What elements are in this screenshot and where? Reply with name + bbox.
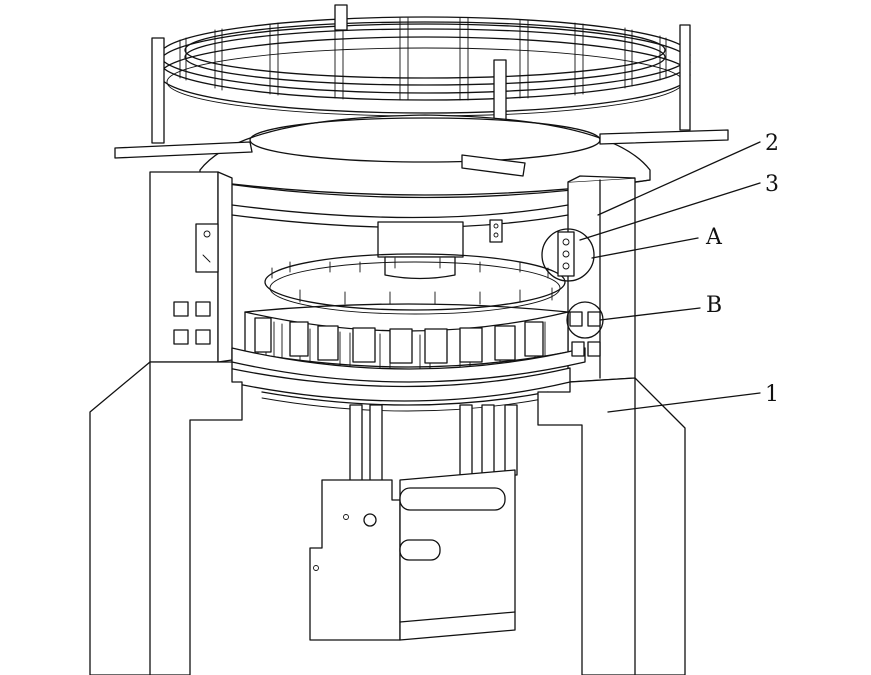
bed-plate <box>227 347 586 412</box>
leader-lines <box>579 141 761 413</box>
top-ring <box>151 4 691 176</box>
base-housing <box>89 361 686 675</box>
label-part-2: 2 <box>765 131 779 156</box>
label-part-1: 1 <box>765 382 779 407</box>
label-part-3: 3 <box>765 172 779 197</box>
label-detail-a: A <box>705 225 723 250</box>
central-shaft <box>377 221 464 280</box>
feeder-ring <box>264 253 566 315</box>
cylinder <box>244 303 569 373</box>
column-fittings <box>173 219 503 345</box>
drive-assembly <box>309 404 518 641</box>
label-detail-b: B <box>706 293 722 318</box>
top-cap <box>114 114 729 199</box>
detail-markers <box>541 228 604 357</box>
